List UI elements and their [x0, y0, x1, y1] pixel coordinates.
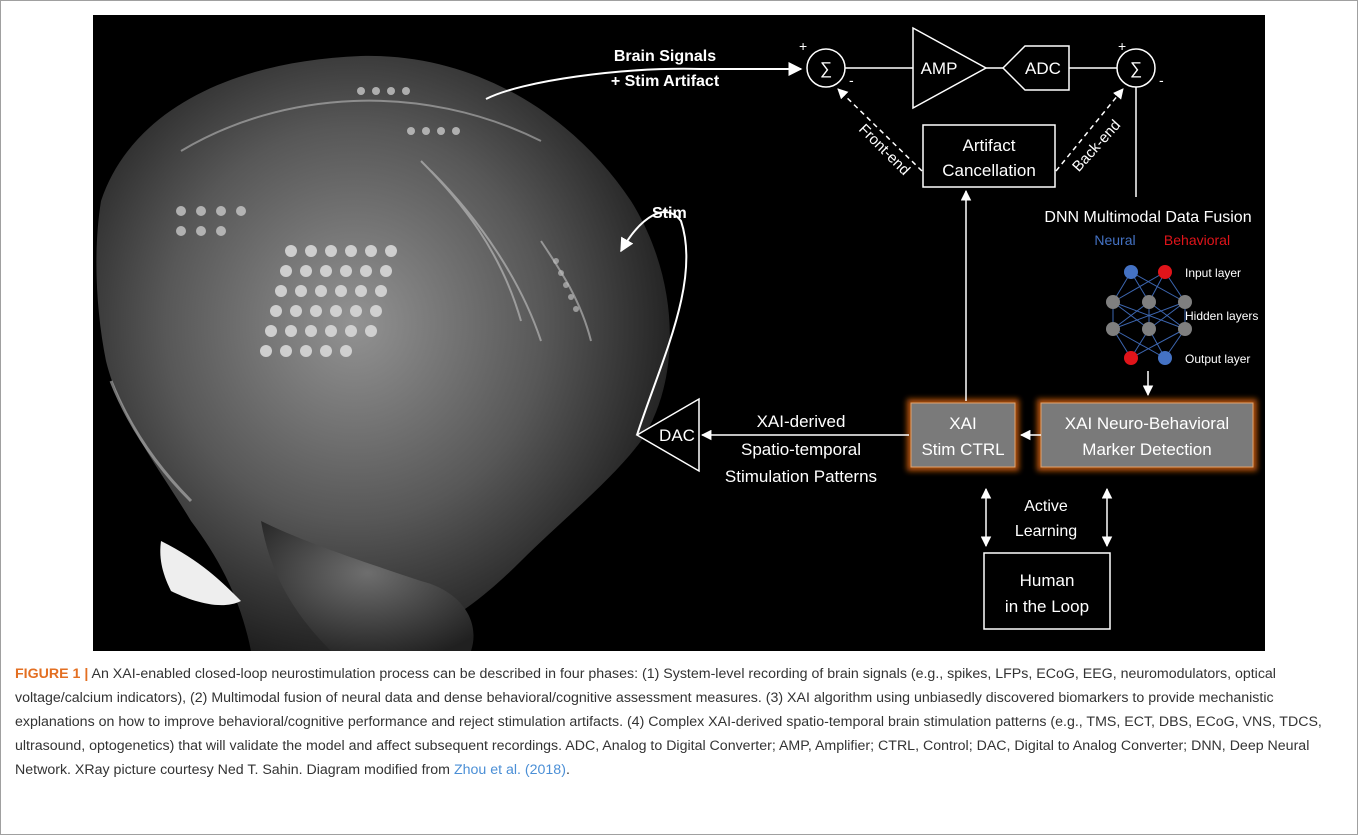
patterns-label-2: Spatio-temporal	[741, 440, 861, 459]
adc-label: ADC	[1025, 59, 1061, 78]
hidden-layers-label: Hidden layers	[1185, 309, 1258, 323]
back-end-label: Back-end	[1069, 117, 1124, 175]
minus-sign-1: -	[849, 72, 854, 88]
front-end-arrow	[838, 89, 922, 171]
output-node-neural	[1158, 351, 1172, 365]
xai-stim-ctrl-label-1: XAI	[949, 414, 976, 433]
hidden-node	[1142, 295, 1156, 309]
figure-caption-end: .	[566, 762, 570, 778]
active-learning-label-1: Active	[1024, 498, 1068, 515]
front-end-label: Front-end	[855, 121, 913, 179]
sigma-symbol-1: ∑	[820, 59, 832, 78]
figure-caption-lead: FIGURE 1 |	[15, 666, 88, 682]
hidden-node	[1178, 295, 1192, 309]
hidden-node	[1142, 322, 1156, 336]
sigma-symbol-2: ∑	[1130, 59, 1142, 78]
human-label-2: in the Loop	[1005, 597, 1089, 616]
plus-sign-1: +	[799, 38, 807, 54]
neural-network-graphic	[1106, 265, 1192, 365]
patterns-label-3: Stimulation Patterns	[725, 467, 877, 486]
dac-label: DAC	[659, 426, 695, 445]
artifact-cancellation-label-1: Artifact	[963, 136, 1016, 155]
output-layer-label: Output layer	[1185, 352, 1250, 366]
input-node-behavioral	[1158, 265, 1172, 279]
hidden-node	[1106, 322, 1120, 336]
closed-loop-diagram: Brain Signals + Stim Artifact Stim ∑ + -…	[93, 15, 1265, 651]
active-learning-label-2: Learning	[1015, 523, 1077, 540]
xai-marker-detection-label-2: Marker Detection	[1082, 440, 1211, 459]
amp-label: AMP	[921, 59, 958, 78]
human-label-1: Human	[1020, 571, 1075, 590]
behavioral-label: Behavioral	[1164, 232, 1230, 248]
hidden-node	[1178, 322, 1192, 336]
dnn-fusion-label: DNN Multimodal Data Fusion	[1044, 209, 1251, 226]
input-node-neural	[1124, 265, 1138, 279]
neural-label: Neural	[1094, 232, 1135, 248]
stim-label: Stim	[652, 205, 687, 222]
hidden-node	[1106, 295, 1120, 309]
xai-stim-ctrl-label-2: Stim CTRL	[921, 440, 1004, 459]
artifact-cancellation-label-2: Cancellation	[942, 161, 1036, 180]
patterns-label-1: XAI-derived	[757, 412, 846, 431]
citation-link[interactable]: Zhou et al. (2018)	[454, 762, 566, 778]
human-in-loop-box	[984, 553, 1110, 629]
xai-marker-detection-label-1: XAI Neuro-Behavioral	[1065, 414, 1229, 433]
stim-artifact-label: + Stim Artifact	[611, 73, 720, 90]
figure-panel: Brain Signals + Stim Artifact Stim ∑ + -…	[93, 15, 1265, 651]
output-node-behavioral	[1124, 351, 1138, 365]
xray-skull-image	[96, 56, 669, 651]
input-layer-label: Input layer	[1185, 266, 1241, 280]
plus-sign-2: +	[1118, 38, 1126, 54]
brain-signals-label: Brain Signals	[614, 48, 716, 65]
minus-sign-2: -	[1159, 72, 1164, 88]
figure-caption-text: An XAI-enabled closed-loop neurostimulat…	[15, 666, 1322, 778]
figure-caption: FIGURE 1 | An XAI-enabled closed-loop ne…	[15, 662, 1343, 782]
